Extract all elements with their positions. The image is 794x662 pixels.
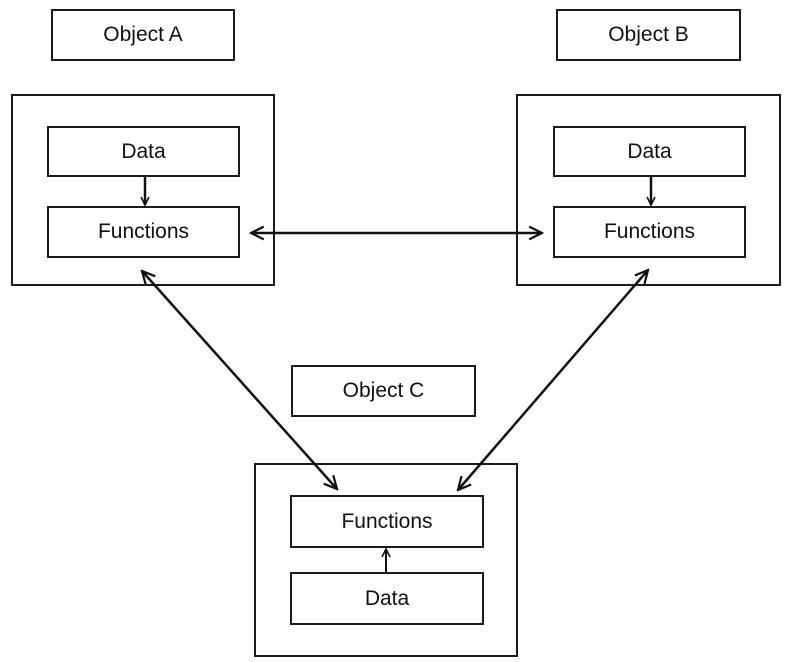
object-c-container [254,463,518,657]
object-a-data-box: Data [47,126,240,177]
object-a-functions-box: Functions [47,206,240,258]
b-c-functions-link-arrow [458,270,648,490]
object-c-title: Object C [291,365,476,417]
object-b-title: Object B [556,9,741,61]
object-b-data-box: Data [553,126,746,177]
object-c-functions-box: Functions [290,495,484,548]
object-a-title: Object A [51,9,235,61]
object-c-data-box: Data [290,572,484,625]
object-b-functions-box: Functions [553,206,746,258]
